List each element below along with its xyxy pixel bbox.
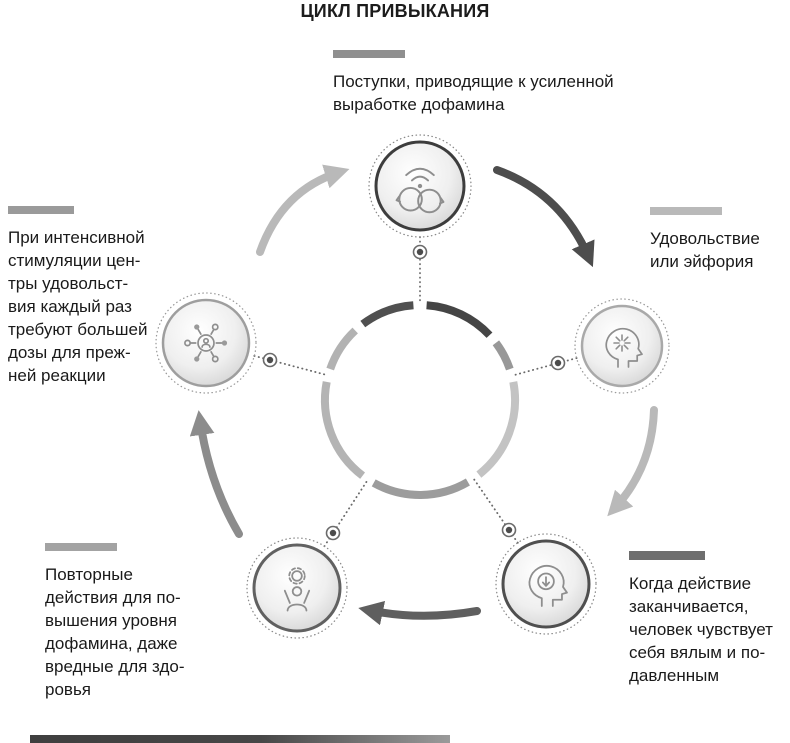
connector-dot [412,244,428,260]
node-tolerance [155,292,257,394]
label-crash-text: Когда действие заканчивается, человек чу… [629,574,773,685]
connector-dots [262,244,566,541]
node-actions [368,134,472,238]
connector-dot [501,522,517,538]
arrow-tolerance-to-actions [256,164,350,256]
two-heads-signal-icon [395,167,445,214]
connector-line [512,357,578,377]
label-pleasure-text: Удовольствие или эйфория [650,229,760,271]
connector-dot [262,352,278,368]
cropped-next-section-bar [30,735,450,743]
node-dotted-ring [495,533,597,635]
label-tolerance: При интенсивной стимуляции цен- тры удов… [8,206,160,387]
cycle-arrows [189,164,658,626]
label-pleasure: Удовольствие или эйфория [650,207,785,273]
arrow-repeat-to-tolerance [189,410,243,538]
label-tolerance-bar [8,206,74,214]
head-down-arrow-icon [528,564,568,607]
connector-dot [550,355,566,371]
label-actions-text: Поступки, приводящие к усиленной выработ… [333,72,614,114]
label-tolerance-text: При интенсивной стимуляции цен- тры удов… [8,228,148,385]
ring-segment [371,478,470,499]
label-pleasure-bar [650,207,722,215]
label-actions: Поступки, приводящие к усиленной выработ… [333,50,678,116]
label-crash-bar [629,551,705,560]
cycle-ring [321,301,520,499]
label-repeat: Повторные действия для по- вышения уровн… [45,543,207,701]
node-body [252,543,342,633]
node-dotted-ring [574,298,670,394]
node-dotted-ring [246,537,348,639]
ring-segment [326,327,359,371]
page-title: ЦИКЛ ПРИВЫКАНИЯ [300,1,490,21]
node-pleasure [574,298,670,394]
label-actions-bar [333,50,405,58]
node-dotted-ring [155,292,257,394]
ring-segment [321,381,366,479]
arrow-crash-to-repeat [358,600,481,626]
node-repeat [246,537,348,639]
person-gear-icon [283,567,311,612]
ring-segment [426,301,493,338]
node-crash [495,533,597,635]
label-repeat-bar [45,543,117,551]
ring-segment [476,381,520,478]
head-spark-icon [605,327,643,368]
node-dotted-ring [368,134,472,238]
arrow-pleasure-to-crash [607,406,658,517]
arrow-actions-to-pleasure [493,166,595,268]
ring-segment [360,301,414,328]
label-repeat-text: Повторные действия для по- вышения уровн… [45,565,185,699]
label-crash: Когда действие заканчивается, человек чу… [629,551,787,687]
connector-dot [325,525,341,541]
network-hub-icon [184,323,228,363]
node-connectors [253,236,578,548]
ring-segment [492,340,514,371]
